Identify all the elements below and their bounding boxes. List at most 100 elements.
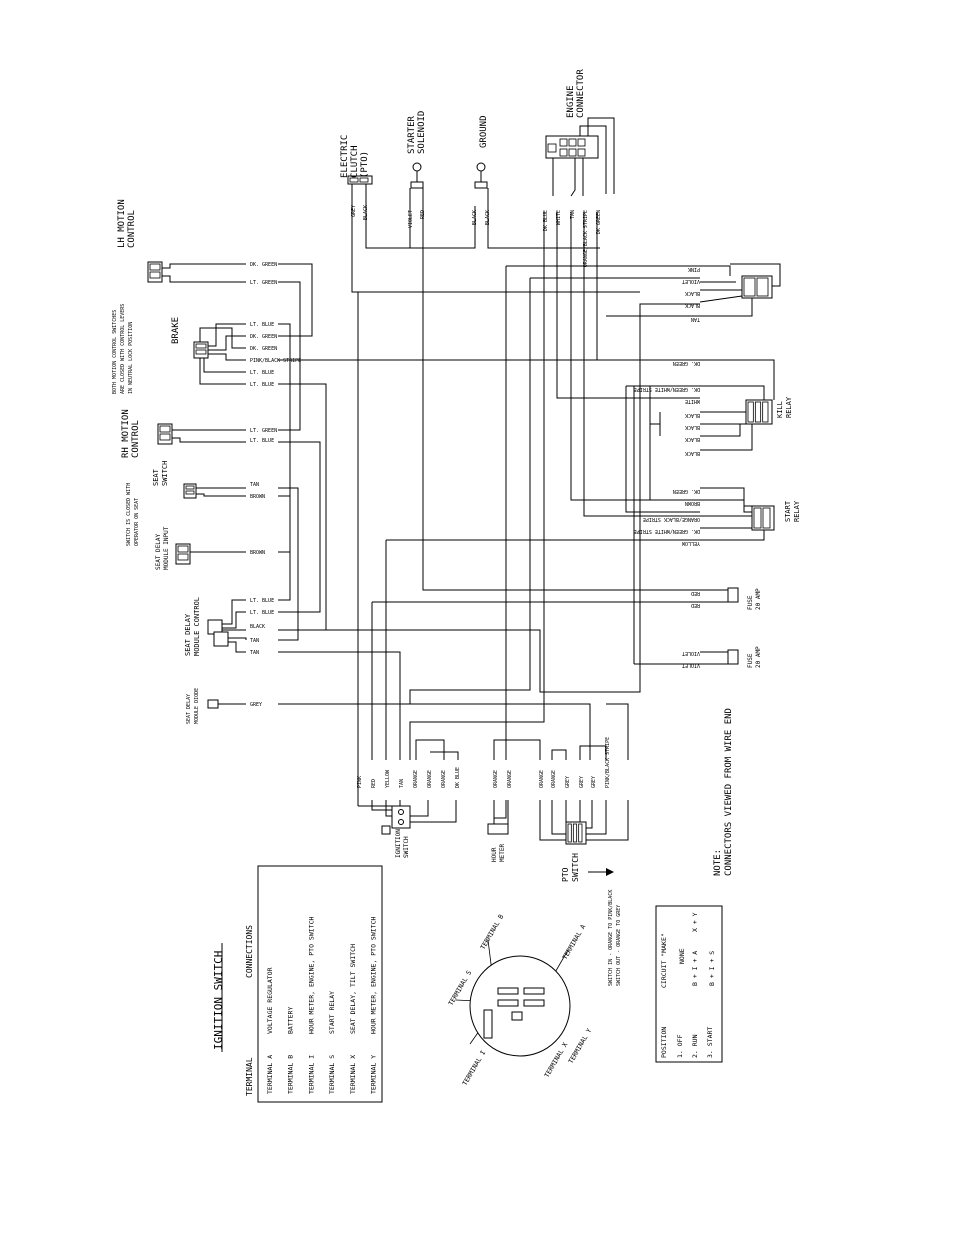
wire (199, 358, 246, 385)
wire-label-upper-1: VIOLET (682, 278, 700, 284)
wire-label-kill-0: DK. GREEN (673, 360, 700, 366)
wire (371, 800, 392, 811)
rh-motion-control-connector-pin (159, 433, 171, 441)
pto-switch-connector-pin (572, 823, 578, 843)
ignition-table-connection-2: HOUR METER, ENGINE, PTO SWITCH (307, 917, 315, 1034)
wire-label-start-3: DK. GREEN/WHITE STRIPE (634, 528, 700, 534)
wire (278, 495, 291, 553)
kill-relay-label: RELAY (785, 396, 793, 418)
kill-relay-pin (747, 401, 754, 423)
start-relay-pin (762, 507, 771, 529)
hour-meter-label: METER (499, 844, 506, 862)
wire-label-start-4: YELLOW (681, 540, 700, 546)
wire (700, 530, 765, 541)
ignition-switch-label: SWITCH (403, 836, 410, 858)
ignition-table-header-terminal: TERMINAL (245, 1057, 254, 1096)
wire-engine-orange-black (583, 212, 700, 517)
wire-label-kill-2: WHITE (685, 398, 700, 404)
brake-connector-pin (195, 349, 207, 355)
position-table-circuit-1a: B + I + A (691, 951, 699, 986)
wire (410, 800, 457, 823)
wire-label-seat-brown: BROWN (250, 494, 265, 500)
wire-engine-tan (570, 212, 700, 501)
position-table-circuit-1b: X + Y (691, 912, 699, 932)
wire-label-start-2: ORANGE/BLACK STRIPE (643, 516, 700, 522)
kill-relay-label: KILL (776, 401, 784, 418)
wire-label-bottom-12: GREY (565, 776, 571, 788)
wire (700, 424, 741, 437)
connectors-note: CONNECTORS VIEWED FROM WIRE END (724, 708, 734, 876)
wire (493, 739, 541, 760)
ignition-terminal-blade (523, 987, 545, 995)
kill-relay-pin (754, 401, 762, 423)
position-table-position-1: 2. RUN (691, 1034, 699, 1058)
pto-arrow-icon (606, 868, 614, 876)
wire-label-seat-tan: TAN (250, 482, 259, 488)
electric-clutch-label: CLUTCH (350, 145, 360, 178)
ignition-table-frame (257, 865, 383, 1103)
wire-label-module-control-3: TAN (250, 638, 259, 644)
seat-switch-label: SEAT (152, 468, 160, 486)
seat-switch-label: SWITCH (161, 461, 169, 486)
wire (551, 800, 566, 835)
hour-meter-label: HOUR (491, 847, 498, 862)
ignition-table-connection-5: HOUR METER, ENGINE, PTO SWITCH (370, 917, 378, 1034)
wire-label-bottom-2: YELLOW (385, 769, 391, 788)
ground-plug (474, 181, 488, 189)
ignition-terminal-blade (497, 987, 519, 995)
wire (162, 263, 246, 269)
wire (730, 263, 781, 287)
wire (700, 487, 752, 507)
wire-label-bottom-3: TAN (399, 779, 405, 788)
seat-delay-module-input-connector-pin (177, 553, 189, 561)
fuse-2-label: 20 AMP (755, 646, 762, 668)
wire-label-engine-4: DK GREEN (596, 210, 602, 234)
engine-connector-pin (568, 148, 577, 157)
seat-delay-module-diode-connector (207, 699, 219, 709)
wire (570, 158, 576, 197)
ignition-table-terminal-4: TERMINAL X (349, 1055, 357, 1094)
wire (700, 298, 753, 317)
terminal-label-5: TERMINAL Y (567, 1027, 594, 1065)
wire-engine-loop-1 (587, 117, 615, 194)
lh-motion-control-label: LH MOTION (117, 199, 127, 248)
wire-brake-lt-blue-2 (278, 383, 327, 631)
ignition-terminal-s-blade (483, 1009, 493, 1039)
wire-label-fuse2-violet-1: VIOLET (682, 650, 700, 656)
wire-label-brake-5: LT. BLUE (250, 382, 274, 388)
wire-label-bottom-8: ORANGE (493, 770, 499, 788)
electric-clutch-connector-pin (349, 177, 359, 183)
wire (551, 749, 567, 760)
pto-switch-label: SWITCH (571, 853, 580, 882)
wire-label-lh-lt-green: LT. GREEN (250, 280, 277, 286)
wire (700, 424, 753, 451)
terminal-label-2: TERMINAL S (447, 969, 474, 1007)
ignition-table-terminal-0: TERMINAL A (266, 1055, 274, 1094)
wire-label-fuse1-red-2: RED (691, 602, 700, 608)
wire (579, 745, 607, 760)
wire (172, 437, 246, 443)
wire-label-brake-2: DK. GREEN (250, 346, 277, 352)
wire-label-rh-lt-green: LT. GREEN (250, 428, 277, 434)
pto-switch-connector-pin (567, 823, 572, 843)
wire (539, 800, 566, 841)
fuse-1 (727, 587, 739, 603)
upper-connector-pin (743, 277, 756, 297)
terminal-label-0: TERMINAL B (479, 913, 506, 951)
wire-label-rh-lt-blue: LT. BLUE (250, 438, 274, 444)
seat-switch-note: OPERATOR ON SEAT (134, 498, 140, 546)
upper-connector-pin (756, 277, 769, 297)
wire-engine-loop-2 (579, 125, 607, 194)
wire (222, 611, 246, 629)
ignition-terminal-blade (523, 999, 545, 1007)
wire-label-brake-3: PINK/BLACK STRIPE (250, 358, 301, 364)
wire (700, 265, 731, 276)
wire-label-module-control-1: LT. BLUE (250, 610, 274, 616)
position-table-position-0: 1. OFF (676, 1034, 684, 1058)
pto-switch-note: SWITCH OUT - ORANGE TO GREY (616, 905, 622, 986)
rh-motion-control-connector-pin (159, 425, 171, 433)
ignition-table-header-connections: CONNECTIONS (245, 925, 254, 978)
wire-label-engine-3: ORANGE/BLACK STRIPE (583, 210, 589, 267)
position-table-circuit-2: B + I + S (708, 951, 716, 986)
wire-label-kill-5: BLACK (685, 436, 700, 442)
